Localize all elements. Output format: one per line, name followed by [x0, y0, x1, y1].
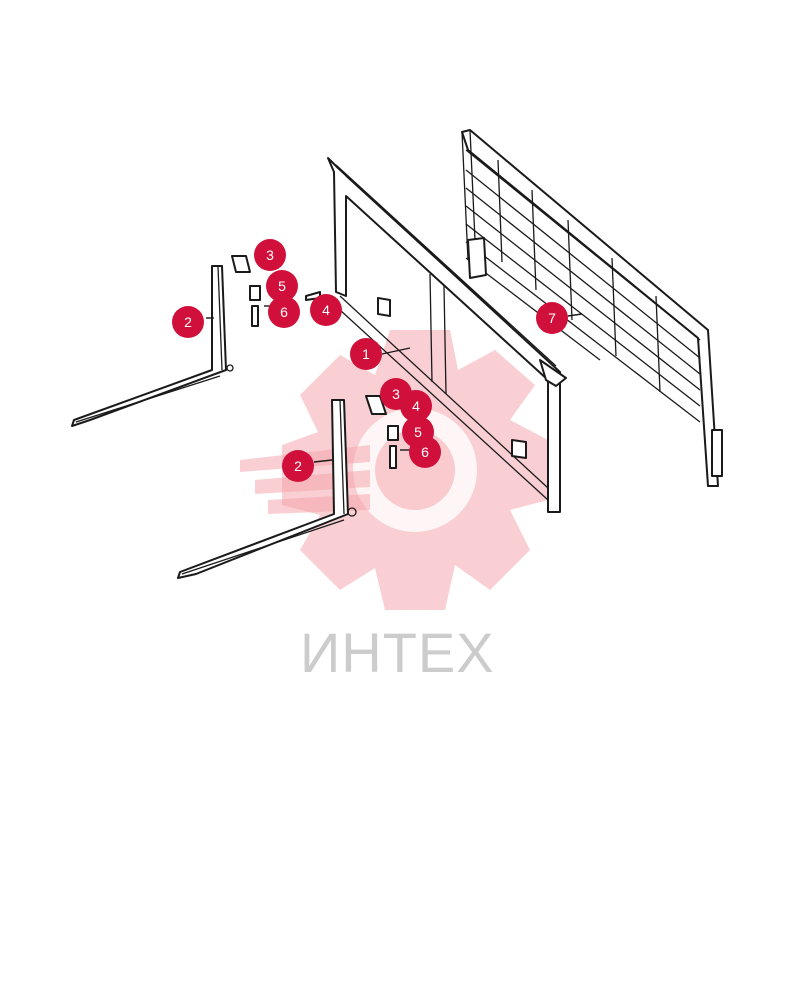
callout-1: 1 — [350, 338, 382, 370]
svg-text:4: 4 — [322, 302, 330, 318]
svg-text:4: 4 — [412, 398, 420, 414]
callout-4-right: 4 — [400, 390, 432, 422]
svg-text:2: 2 — [294, 458, 302, 474]
callout-4-left: 4 — [310, 294, 342, 326]
main-frame — [327, 157, 567, 513]
svg-text:6: 6 — [421, 444, 429, 460]
svg-text:6: 6 — [280, 304, 288, 320]
callout-5-left: 5 — [266, 270, 298, 302]
watermark-text: ИНТЕХ — [300, 621, 495, 684]
hardware-right — [365, 395, 399, 469]
svg-text:3: 3 — [266, 247, 274, 263]
callout-6-right: 6 — [409, 436, 441, 468]
svg-text:2: 2 — [184, 314, 192, 330]
callout-6-left: 6 — [268, 296, 300, 328]
callout-2-left: 2 — [172, 306, 204, 338]
svg-text:1: 1 — [362, 346, 370, 362]
callout-7: 7 — [536, 302, 568, 334]
fork-left — [71, 265, 234, 427]
svg-text:7: 7 — [548, 310, 556, 326]
svg-text:5: 5 — [414, 424, 422, 440]
back-grille — [461, 129, 723, 487]
callout-2-right: 2 — [282, 450, 314, 482]
fork-right — [177, 399, 357, 579]
svg-text:5: 5 — [278, 278, 286, 294]
callout-3-left: 3 — [254, 239, 286, 271]
svg-text:3: 3 — [392, 386, 400, 402]
